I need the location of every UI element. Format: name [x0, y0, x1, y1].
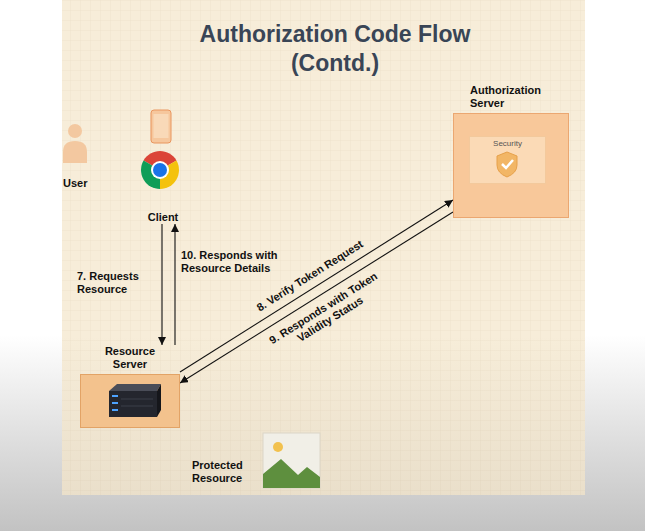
phone-body	[151, 110, 171, 143]
browser-ring	[151, 161, 169, 179]
server-slot	[121, 406, 153, 407]
node-text: Resource Server	[99, 345, 161, 371]
user-body	[63, 141, 87, 163]
canvas-panel	[62, 0, 585, 495]
resource-caption: Protected Resource	[192, 459, 252, 485]
node-box	[80, 374, 180, 428]
server-picture	[81, 375, 179, 427]
canvas-shade	[62, 335, 585, 495]
video-shade	[0, 335, 645, 531]
step-label: 10. Responds with Resource Details	[181, 249, 299, 275]
server-led	[112, 402, 118, 404]
server-top	[109, 384, 161, 391]
step-label: 7. Requests Resource	[77, 270, 149, 296]
node-text: Client	[138, 211, 188, 224]
phone-icon	[151, 110, 171, 143]
image-icon	[263, 433, 320, 488]
image-mountains	[263, 459, 320, 488]
client-node: Client	[138, 104, 188, 224]
authorization-server: Authorization Server Security	[453, 84, 569, 218]
browser-icon	[141, 151, 179, 189]
user-icon	[63, 124, 87, 163]
flow-arrow	[180, 212, 453, 383]
server-front	[109, 391, 157, 417]
shield-body	[497, 152, 517, 177]
browser-center	[153, 163, 167, 177]
server-side	[157, 384, 161, 417]
server-slot	[121, 399, 153, 400]
node-text: Security	[470, 137, 545, 149]
node-text: Authorization Server	[470, 84, 565, 110]
phone-screen	[154, 114, 169, 138]
resource-server: Resource Server	[80, 345, 180, 428]
security-box: Security	[469, 136, 546, 184]
user-head	[68, 124, 82, 138]
image-sun	[273, 442, 283, 452]
canvas-grid	[62, 0, 585, 495]
actor-label: User	[63, 177, 103, 190]
diagram-title: Authorization Code Flow (Contd.)	[175, 20, 495, 78]
flow-arrow	[180, 200, 453, 372]
flow-arrow	[174, 224, 175, 345]
flow-arrow	[161, 224, 162, 345]
node-box: Security	[453, 113, 569, 218]
server-led	[112, 395, 118, 397]
image-frame	[263, 433, 320, 488]
server-led	[112, 409, 118, 411]
shield-check	[502, 160, 513, 168]
